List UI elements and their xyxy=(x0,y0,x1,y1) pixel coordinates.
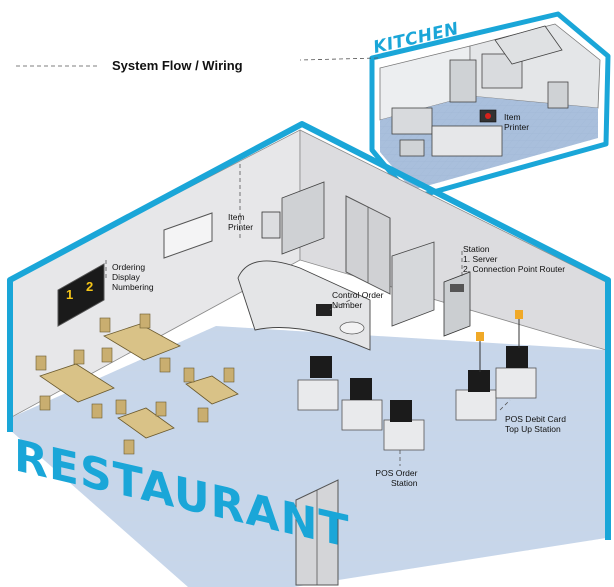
monitor-icon xyxy=(390,400,412,422)
pos-debit-station-1 xyxy=(455,370,497,421)
pos-debit-line2: Top Up Station xyxy=(505,424,561,434)
diagram-title: System Flow / Wiring xyxy=(112,58,243,73)
cabinet xyxy=(391,241,435,327)
counter-printer-icon xyxy=(261,211,281,239)
pos-debit-line1: POS Debit Card xyxy=(505,414,566,424)
station-line1: Station xyxy=(463,244,490,254)
restaurant-room xyxy=(7,121,611,587)
station-line3: 2. Connection Point Router xyxy=(463,264,566,274)
kitchen-counter xyxy=(431,125,503,157)
ordering-display-label: Ordering Display Numbering xyxy=(112,262,154,292)
kitchen-item-printer-line2: Printer xyxy=(504,122,530,132)
pos-debit-station-2 xyxy=(495,346,537,399)
kitchen-fridge xyxy=(449,59,477,103)
access-point-icon xyxy=(515,310,523,319)
pos-order-station-1 xyxy=(297,356,339,411)
window xyxy=(163,212,213,259)
access-point-icon xyxy=(476,332,484,341)
pos-order-station-3 xyxy=(383,400,425,451)
ordering-display-line3: Numbering xyxy=(112,282,154,292)
control-pos-icon xyxy=(316,304,332,316)
dining-table-4 xyxy=(115,399,175,455)
callout-leaders xyxy=(16,65,511,466)
pos-order-station-2 xyxy=(341,378,383,431)
kitchen-printer-indicator-icon xyxy=(485,113,491,119)
dining-table-3 xyxy=(183,367,239,423)
service-counter xyxy=(237,260,371,351)
counter-bowl-icon xyxy=(339,321,365,335)
ordering-display-board xyxy=(57,263,105,327)
kitchen-item-printer-line1: Item xyxy=(504,112,521,122)
monitor-icon xyxy=(506,346,528,368)
display-number-1: 1 xyxy=(66,287,74,302)
station-label: Station 1. Server 2. Connection Point Ro… xyxy=(463,244,565,274)
kitchen-rack xyxy=(547,81,569,109)
pos-order-label: POS Order Station xyxy=(375,468,417,488)
display-shelf xyxy=(281,181,325,255)
control-order-line2: Number xyxy=(332,300,363,310)
item-printer-line2: Printer xyxy=(228,222,254,232)
item-printer-line1: Item xyxy=(228,212,245,222)
control-order-line1: Control Order xyxy=(332,290,384,300)
router-icon xyxy=(450,284,464,292)
restaurant-outline xyxy=(7,121,611,540)
kitchen-hood xyxy=(494,25,563,65)
ordering-display-line2: Display xyxy=(112,272,140,282)
station-line2: 1. Server xyxy=(463,254,498,264)
dining-table-2 xyxy=(35,349,115,419)
server-rack xyxy=(443,271,471,337)
leader-control-order xyxy=(329,299,351,311)
kitchen-printer-wire xyxy=(299,57,379,61)
control-order-label: Control Order Number xyxy=(332,290,384,310)
item-printer-label: Item Printer xyxy=(228,212,253,232)
pos-debit-label: POS Debit Card Top Up Station xyxy=(505,414,566,434)
display-number-2: 2 xyxy=(86,279,94,294)
leader-pos-debit xyxy=(499,399,511,411)
dining-table-1 xyxy=(99,313,181,373)
monitor-icon xyxy=(350,378,372,400)
kitchen-item-printer-label: Item Printer xyxy=(504,112,529,132)
monitor-icon xyxy=(468,370,490,392)
pos-order-line1: POS Order xyxy=(375,468,418,478)
kitchen-oven xyxy=(391,107,433,135)
monitor-icon xyxy=(310,356,332,378)
kitchen-sink xyxy=(399,139,425,157)
kitchen-room xyxy=(299,11,611,201)
pos-order-line2: Station xyxy=(391,478,418,488)
ordering-display-line1: Ordering xyxy=(112,262,146,272)
